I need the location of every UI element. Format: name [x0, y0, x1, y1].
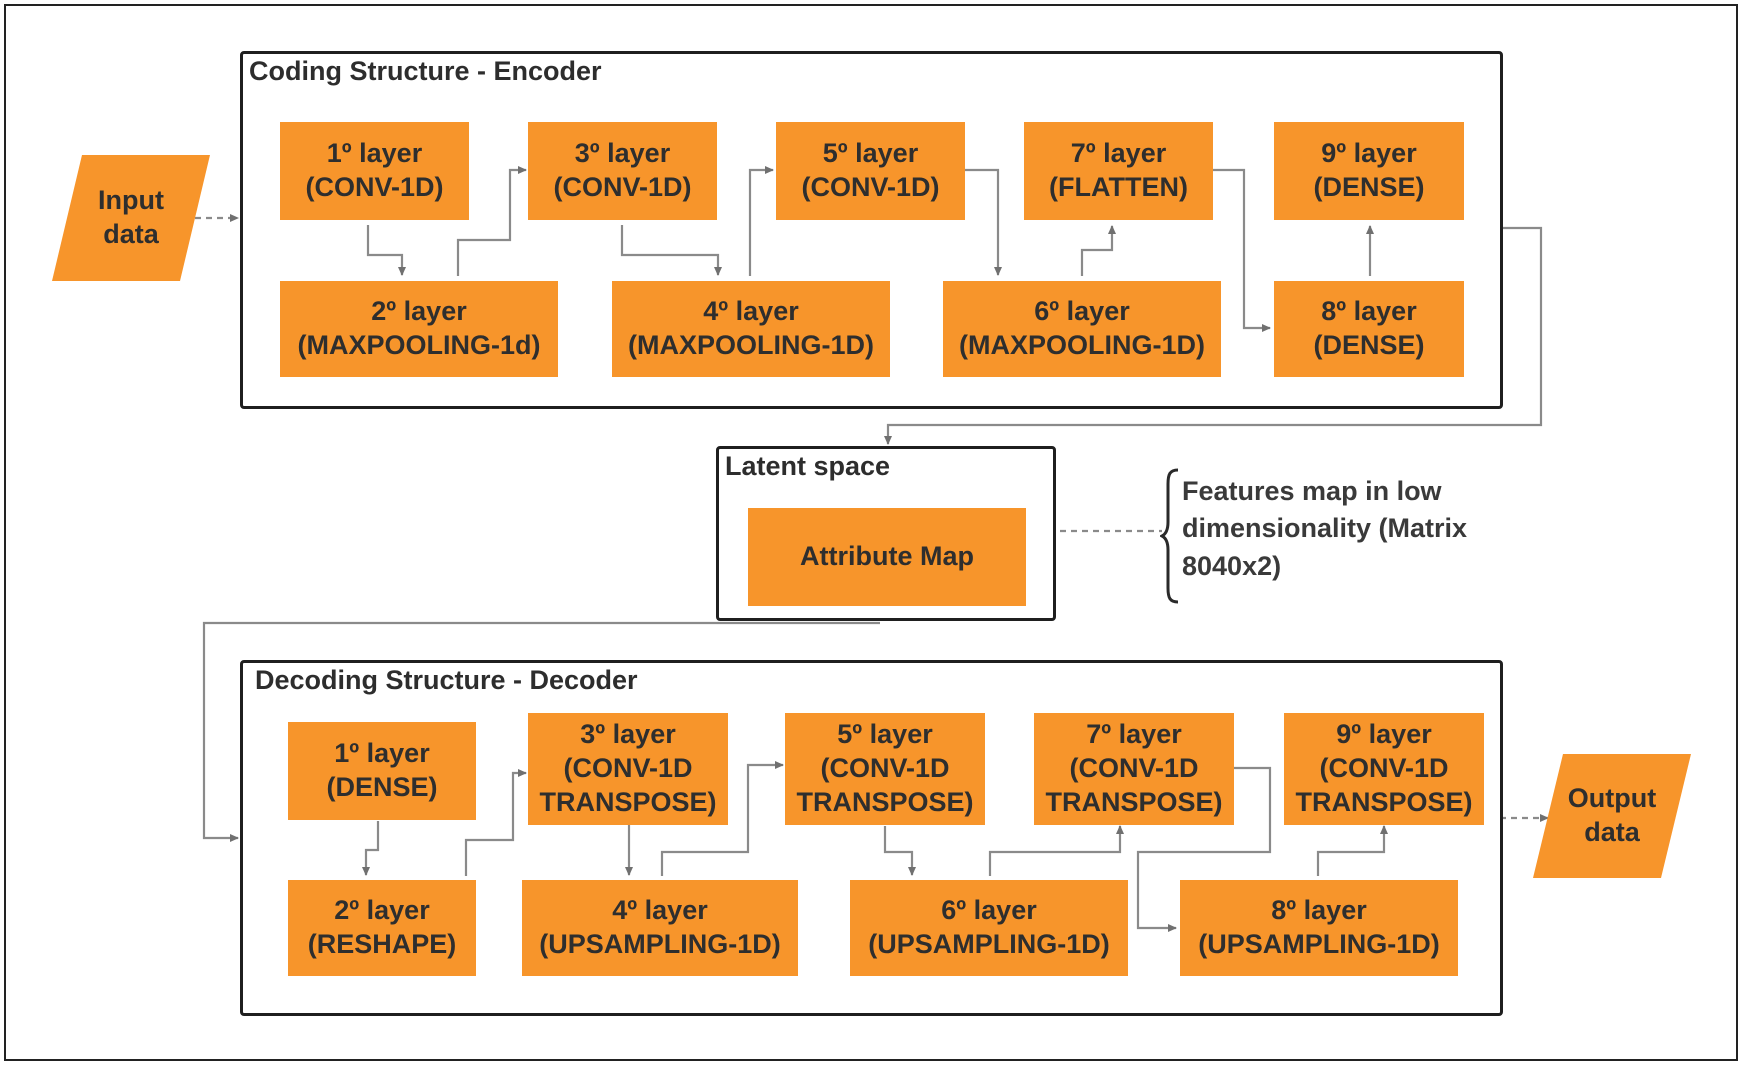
- decoder-layer-5: 5º layer (CONV-1D TRANSPOSE): [785, 713, 985, 825]
- encoder-layer-7-label: 7º layer (FLATTEN): [1049, 138, 1188, 202]
- encoder-layer-3: 3º layer (CONV-1D): [528, 122, 717, 220]
- input-parallelogram-icon: [52, 155, 210, 281]
- arrow-dec-7-8: [1136, 766, 1272, 932]
- encoder-layer-5-label: 5º layer (CONV-1D): [801, 138, 940, 202]
- decoder-layer-5-label: 5º layer (CONV-1D TRANSPOSE): [796, 719, 974, 817]
- arrow-dec-6-7: [988, 825, 1124, 876]
- encoder-layer-8-label: 8º layer (DENSE): [1313, 296, 1425, 360]
- decoder-layer-1: 1º layer (DENSE): [288, 722, 476, 820]
- encoder-layer-4: 4º layer (MAXPOOLING-1D): [612, 281, 890, 377]
- output-data-label: Output data: [1567, 783, 1657, 847]
- decoder-layer-4-label: 4º layer (UPSAMPLING-1D): [539, 895, 781, 959]
- arrow-latent-to-decoder: [202, 621, 880, 842]
- encoder-layer-9: 9º layer (DENSE): [1274, 122, 1464, 220]
- encoder-layer-1-label: 1º layer (CONV-1D): [305, 138, 444, 202]
- latent-space-group: Latent space: [716, 446, 1056, 621]
- decoder-layer-9-label: 9º layer (CONV-1D TRANSPOSE): [1295, 719, 1473, 817]
- arrow-enc-4-5: [748, 166, 774, 276]
- arrow-enc-3-4: [620, 225, 722, 276]
- arrow-enc-1-2: [366, 225, 406, 276]
- encoder-layer-8: 8º layer (DENSE): [1274, 281, 1464, 377]
- decoder-layer-8: 8º layer (UPSAMPLING-1D): [1180, 880, 1458, 976]
- encoder-layer-2: 2º layer (MAXPOOLING-1d): [280, 281, 558, 377]
- arrow-enc-7-8: [1213, 168, 1271, 332]
- output-data-shape: Output data: [1533, 754, 1691, 878]
- latent-space-title: Latent space: [725, 451, 891, 481]
- decoder-layer-2-label: 2º layer (RESHAPE): [307, 895, 457, 959]
- output-parallelogram-icon: [1533, 754, 1691, 878]
- encoder-title: Coding Structure - Encoder: [249, 56, 602, 86]
- arrow-dec-8-9: [1316, 825, 1388, 876]
- input-data-shape: Input data: [52, 155, 210, 281]
- figure-frame: [4, 4, 1738, 1061]
- attribute-map-label: Attribute Map: [800, 541, 974, 572]
- input-data-label: Input data: [98, 185, 164, 249]
- decoder-layer-6-label: 6º layer (UPSAMPLING-1D): [868, 895, 1110, 959]
- latent-note-text: Features map in low dimensionality (Matr…: [1182, 476, 1468, 581]
- decoder-layer-7-label: 7º layer (CONV-1D TRANSPOSE): [1045, 719, 1223, 817]
- arrow-enc-5-6: [965, 168, 1002, 276]
- arrow-encoder-to-latent: [884, 226, 1543, 445]
- decoder-group: Decoding Structure - Decoder: [240, 660, 1503, 1016]
- encoder-layer-6-label: 6º layer (MAXPOOLING-1D): [959, 296, 1205, 360]
- arrow-dec-5-6: [883, 826, 916, 876]
- encoder-layer-5: 5º layer (CONV-1D): [776, 122, 965, 220]
- arrow-enc-2-3: [456, 166, 527, 276]
- encoder-layer-1: 1º layer (CONV-1D): [280, 122, 469, 220]
- decoder-layer-3-label: 3º layer (CONV-1D TRANSPOSE): [539, 719, 717, 817]
- encoder-group: Coding Structure - Encoder: [240, 51, 1503, 409]
- decoder-title: Decoding Structure - Decoder: [255, 665, 638, 695]
- arrow-dec-4-5: [660, 761, 784, 876]
- decoder-layer-4: 4º layer (UPSAMPLING-1D): [522, 880, 798, 976]
- decoder-layer-9: 9º layer (CONV-1D TRANSPOSE): [1284, 713, 1484, 825]
- curly-brace-icon: [1160, 468, 1179, 604]
- decoder-layer-2: 2º layer (RESHAPE): [288, 880, 476, 976]
- encoder-layer-3-label: 3º layer (CONV-1D): [553, 138, 692, 202]
- encoder-layer-6: 6º layer (MAXPOOLING-1D): [943, 281, 1221, 377]
- decoder-layer-8-label: 8º layer (UPSAMPLING-1D): [1198, 895, 1440, 959]
- decoder-layer-6: 6º layer (UPSAMPLING-1D): [850, 880, 1128, 976]
- decoder-layer-7: 7º layer (CONV-1D TRANSPOSE): [1034, 713, 1234, 825]
- encoder-layer-2-label: 2º layer (MAXPOOLING-1d): [297, 296, 541, 360]
- encoder-layer-7: 7º layer (FLATTEN): [1024, 122, 1213, 220]
- arrow-dec-1-2: [362, 821, 380, 876]
- decoder-layer-3: 3º layer (CONV-1D TRANSPOSE): [528, 713, 728, 825]
- encoder-layer-9-label: 9º layer (DENSE): [1313, 138, 1425, 202]
- arrow-enc-6-7: [1080, 225, 1116, 276]
- arrow-dec-2-3: [464, 769, 527, 876]
- decoder-layer-1-label: 1º layer (DENSE): [326, 738, 438, 802]
- encoder-layer-4-label: 4º layer (MAXPOOLING-1D): [628, 296, 874, 360]
- attribute-map-box: Attribute Map: [748, 508, 1026, 606]
